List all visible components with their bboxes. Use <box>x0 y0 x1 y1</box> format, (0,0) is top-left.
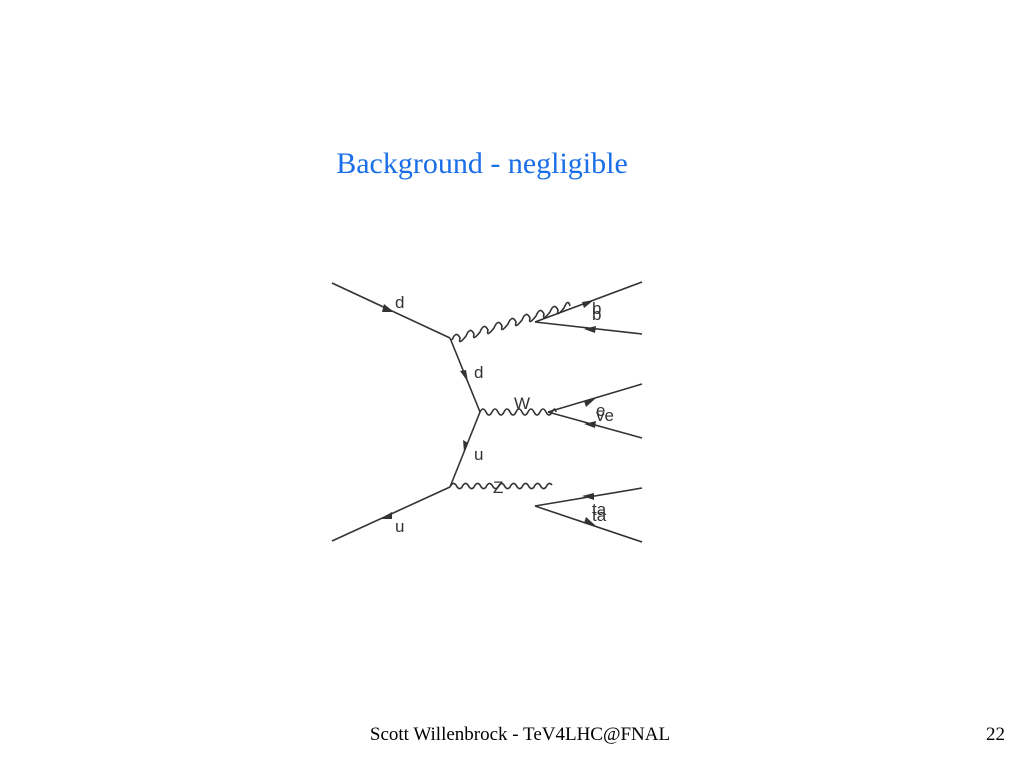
label-bbar: b <box>592 305 601 324</box>
label-ta-bar: ta <box>592 500 607 519</box>
slide-title-text: Background - negligible <box>336 147 628 180</box>
label-u-propagator: u <box>474 445 483 464</box>
label-d-in: d <box>395 293 404 312</box>
label-w: W <box>514 394 530 413</box>
w-boson-line <box>479 408 557 416</box>
arrow-ta <box>584 517 596 526</box>
z-boson-line <box>449 482 553 490</box>
feynman-diagram: d d W u Z u b b e ve ta ta <box>331 281 643 543</box>
arrow-d-in <box>382 304 394 312</box>
label-e: e <box>596 401 605 420</box>
label-u-out: u <box>395 517 404 536</box>
label-nu-e: ve <box>596 406 614 425</box>
arrow-e <box>584 398 596 407</box>
arrow-ta-bar <box>582 493 594 500</box>
gluon-line <box>451 301 571 343</box>
fermion-line-e <box>547 383 643 413</box>
arrow-u-out <box>380 512 392 519</box>
slide-title: Background - negligible <box>0 147 1024 181</box>
footer-text: Scott Willenbrock - TeV4LHC@FNAL <box>369 724 671 745</box>
arrow-d-prop <box>460 370 468 382</box>
label-ta: ta <box>592 506 607 525</box>
arrow-nu <box>584 421 596 428</box>
label-b: b <box>592 299 601 318</box>
arrow-bbar <box>584 326 596 333</box>
label-d-propagator: d <box>474 363 483 382</box>
arrow-b <box>582 300 594 308</box>
label-z: Z <box>493 478 503 497</box>
slide-footer: Scott Willenbrock - TeV4LHC@FNAL <box>0 724 1024 746</box>
arrow-u-prop <box>463 440 468 452</box>
page-number: 22 <box>986 724 1005 745</box>
